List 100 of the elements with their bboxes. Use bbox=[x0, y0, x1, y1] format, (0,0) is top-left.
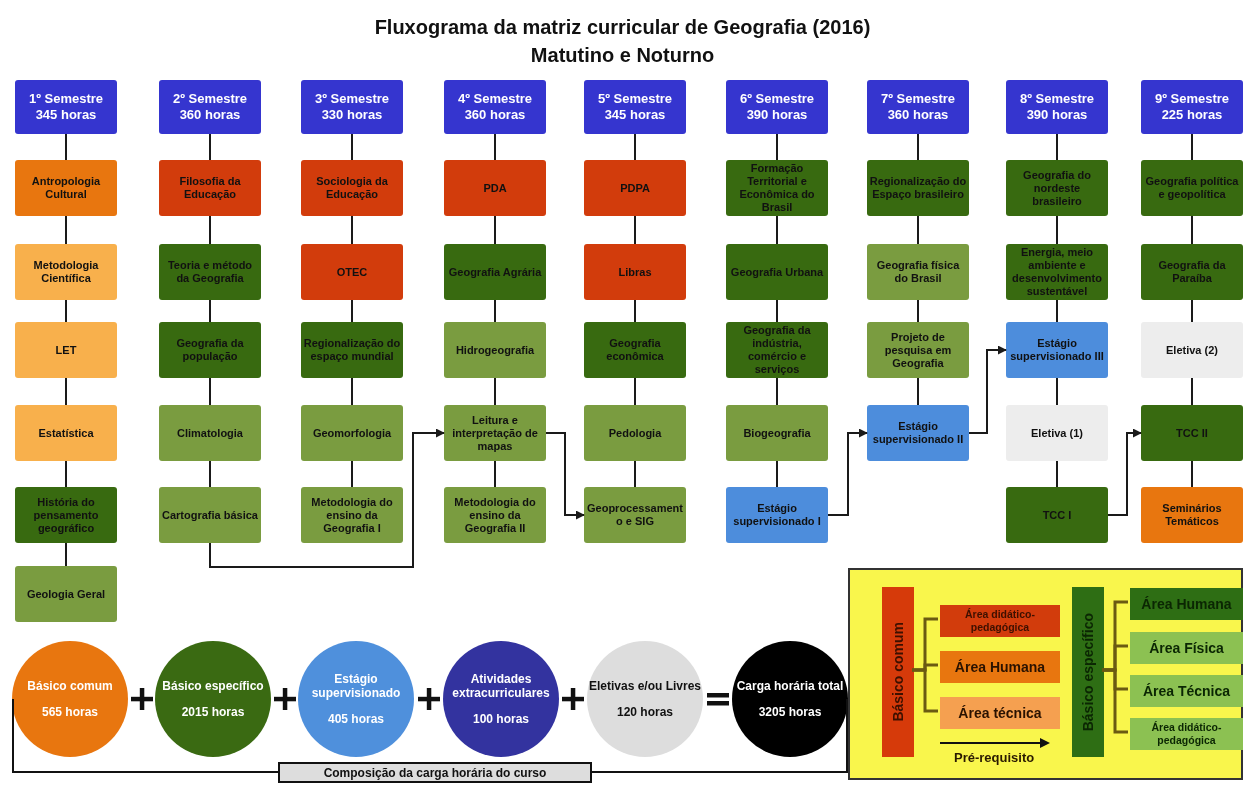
area-label: Área técnica bbox=[958, 706, 1042, 720]
course-name: Estágio supervisionado II bbox=[871, 420, 965, 446]
semester-header bbox=[1141, 80, 1243, 134]
course-name: Leitura e interpretação de mapas bbox=[451, 413, 539, 453]
connector-line bbox=[912, 668, 938, 713]
course-name: PDA bbox=[483, 181, 507, 195]
connector-line bbox=[1191, 460, 1193, 488]
semester-header bbox=[301, 80, 403, 134]
connector-line bbox=[65, 215, 67, 245]
course-name: Hidrogeografia bbox=[455, 343, 535, 357]
connector-line bbox=[65, 542, 67, 567]
course-box bbox=[1141, 244, 1243, 300]
legend-panel bbox=[848, 568, 1243, 780]
course-box bbox=[15, 244, 117, 300]
connector-line bbox=[351, 460, 353, 488]
course-name: Geografia Urbana bbox=[730, 265, 824, 279]
bar-label: Básico comum bbox=[888, 622, 907, 722]
connector-line bbox=[351, 215, 353, 245]
category-bar bbox=[1072, 587, 1104, 757]
course-name: História do pensamento geográfico bbox=[32, 495, 100, 535]
course-box bbox=[867, 160, 969, 216]
header-text: 8º Semestre bbox=[1019, 91, 1095, 107]
connector-line bbox=[1056, 299, 1058, 323]
course-box bbox=[584, 322, 686, 378]
circle-text: Básico comum bbox=[27, 679, 113, 693]
circle-text: Carga horária total bbox=[736, 679, 844, 693]
course-box bbox=[301, 322, 403, 378]
course-box bbox=[301, 487, 403, 543]
course-name: Biogeografia bbox=[743, 426, 811, 440]
course-name: Projeto de pesquisa em Geografia bbox=[883, 330, 953, 370]
course-box bbox=[1141, 160, 1243, 216]
area-box bbox=[940, 651, 1060, 683]
connector-line bbox=[65, 299, 67, 323]
header-text: 360 horas bbox=[464, 107, 526, 123]
course-box bbox=[1006, 405, 1108, 461]
course-name: Geografia física do Brasil bbox=[875, 259, 961, 285]
course-box bbox=[726, 244, 828, 300]
course-box bbox=[584, 405, 686, 461]
area-box bbox=[1130, 588, 1243, 620]
semester-header bbox=[1006, 80, 1108, 134]
arrow bbox=[968, 345, 1007, 434]
header-text: 5º Semestre bbox=[597, 91, 673, 107]
course-name: Metodologia do ensino da Geografia II bbox=[453, 495, 537, 535]
connector-line bbox=[917, 377, 919, 406]
header-text: 2º Semestre bbox=[172, 91, 248, 107]
course-name: Geologia Geral bbox=[26, 587, 106, 601]
area-box bbox=[940, 605, 1060, 637]
course-box bbox=[1141, 487, 1243, 543]
circle-text: 120 horas bbox=[616, 705, 673, 719]
course-box bbox=[15, 566, 117, 622]
connector-line bbox=[1056, 460, 1058, 488]
area-label: Área didático-pedagógica bbox=[964, 608, 1036, 634]
course-name: Formação Territorial e Econômica do Brasil bbox=[738, 162, 816, 214]
course-name: Geografia da Paraíba bbox=[1157, 259, 1227, 285]
connector-line bbox=[917, 215, 919, 245]
circle-text: Estágio supervisionado bbox=[310, 672, 402, 700]
course-name: Estatística bbox=[38, 426, 94, 440]
arrow bbox=[827, 428, 868, 516]
course-name: Metodologia do ensino da Geografia I bbox=[310, 495, 394, 535]
course-box bbox=[301, 160, 403, 216]
arrow bbox=[209, 428, 445, 568]
course-name: Regionalização do Espaço brasileiro bbox=[869, 175, 967, 201]
course-name: Metodologia Científica bbox=[32, 259, 100, 285]
connector-line bbox=[351, 377, 353, 406]
connector-line bbox=[634, 460, 636, 488]
header-text: 330 horas bbox=[321, 107, 383, 123]
diagram-title: Fluxograma da matriz curricular de Geografia (2016) bbox=[374, 15, 871, 40]
arrow bbox=[1107, 428, 1142, 516]
connector-line bbox=[776, 299, 778, 323]
semester-header bbox=[444, 80, 546, 134]
connector-line bbox=[494, 377, 496, 406]
header-text: 390 horas bbox=[1026, 107, 1088, 123]
connector-line bbox=[351, 133, 353, 161]
course-name: Estágio supervisionado III bbox=[1009, 337, 1105, 363]
connector-line bbox=[1191, 299, 1193, 323]
header-text: 360 horas bbox=[179, 107, 241, 123]
semester-header bbox=[15, 80, 117, 134]
connector-line bbox=[494, 299, 496, 323]
connector-line bbox=[634, 133, 636, 161]
header-text: 4º Semestre bbox=[457, 91, 533, 107]
connector-line bbox=[1056, 377, 1058, 406]
course-box bbox=[159, 487, 261, 543]
connector-line bbox=[776, 215, 778, 245]
course-box bbox=[726, 487, 828, 543]
course-box bbox=[444, 160, 546, 216]
course-box bbox=[726, 160, 828, 216]
connector-line bbox=[776, 377, 778, 406]
course-box bbox=[867, 244, 969, 300]
connector-line bbox=[917, 299, 919, 323]
connector-line bbox=[209, 460, 211, 488]
header-text: 225 horas bbox=[1161, 107, 1223, 123]
connector-line bbox=[494, 215, 496, 245]
circle-text: 3205 horas bbox=[758, 705, 822, 719]
category-bar bbox=[882, 587, 914, 757]
course-box bbox=[444, 322, 546, 378]
header-text: 3º Semestre bbox=[314, 91, 390, 107]
connector-line bbox=[776, 460, 778, 488]
course-name: Pedologia bbox=[608, 426, 662, 440]
semester-header bbox=[584, 80, 686, 134]
bar-label: Básico específico bbox=[1078, 612, 1097, 732]
